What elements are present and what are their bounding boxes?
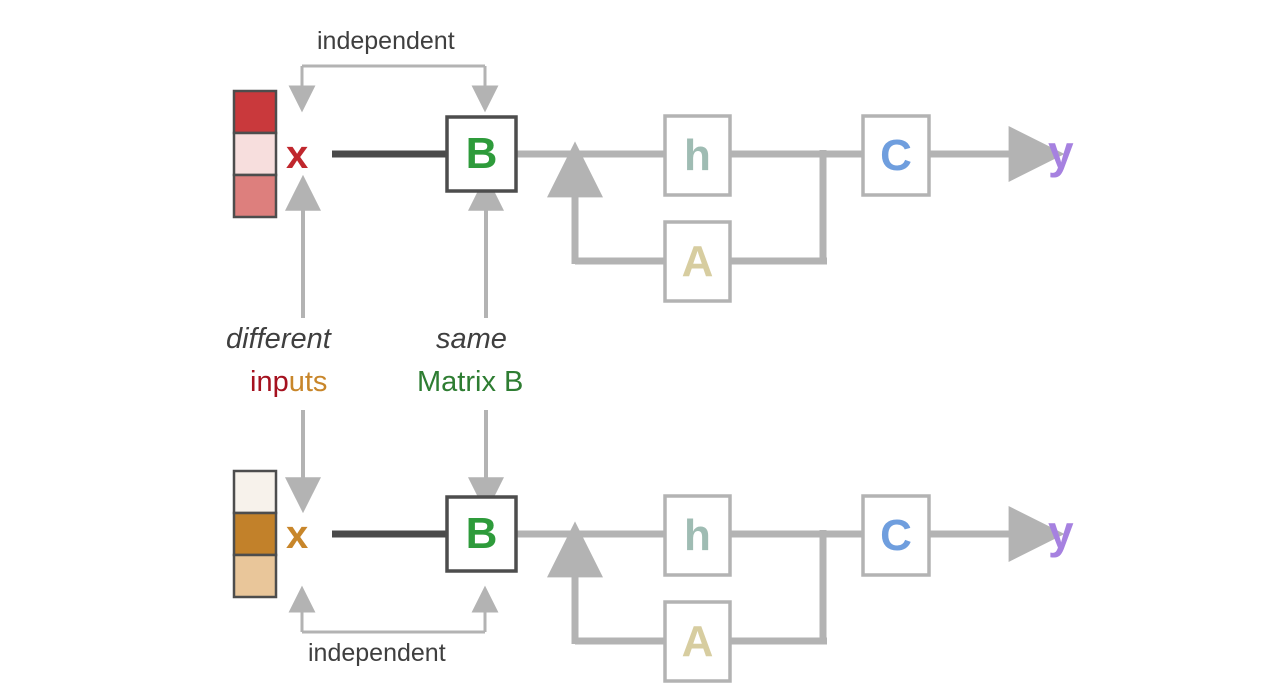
input-label-x-top: x: [286, 133, 309, 177]
box-h[interactable]: [663, 494, 732, 577]
inputs-label: inputs: [250, 368, 327, 397]
different-label: different: [226, 323, 331, 355]
box-C[interactable]: [861, 114, 931, 197]
independent-bracket-top: [288, 64, 499, 113]
independent-bracket-bottom: [288, 585, 499, 634]
same-label: same: [436, 323, 507, 355]
output-label-y-top: y: [1048, 126, 1074, 178]
swatch-bottom-2[interactable]: [232, 511, 278, 557]
block-label-A-bottom: A: [681, 616, 714, 666]
bottom-row-wiring: [332, 506, 1065, 645]
swatch-bottom-3[interactable]: [232, 553, 278, 599]
callout-arrows: [285, 174, 504, 514]
block-label-A-top: A: [681, 236, 714, 286]
box-B[interactable]: [445, 495, 518, 573]
matrix-b-label: Matrix B: [417, 366, 524, 398]
input-label-x-bottom: x: [286, 513, 309, 557]
inputs-label-part2: uts: [288, 366, 328, 398]
block-label-B-top: B: [465, 129, 498, 178]
block-label-C-top: C: [880, 130, 912, 180]
box-C[interactable]: [861, 494, 931, 577]
swatch-top-1[interactable]: [232, 89, 278, 135]
inputs-label-part1: inp: [250, 366, 289, 398]
top-swatch-stack[interactable]: [232, 89, 278, 219]
swatch-top-3[interactable]: [232, 173, 278, 219]
top-row-wiring: [332, 126, 1065, 265]
independent-label-top: independent: [317, 27, 455, 55]
top-row-boxes: [445, 114, 931, 303]
block-label-C-bottom: C: [880, 510, 912, 560]
independent-label-bottom: independent: [308, 639, 446, 667]
block-label-B-bottom: B: [465, 509, 498, 558]
block-label-h-top: h: [684, 130, 711, 180]
box-A[interactable]: [663, 220, 732, 303]
swatch-bottom-1[interactable]: [232, 469, 278, 515]
box-B[interactable]: [445, 115, 518, 193]
box-h[interactable]: [663, 114, 732, 197]
bottom-swatch-stack[interactable]: [232, 469, 278, 599]
output-label-y-bottom: y: [1048, 506, 1074, 558]
box-A[interactable]: [663, 600, 732, 683]
swatch-top-2[interactable]: [232, 131, 278, 177]
block-label-h-bottom: h: [684, 510, 711, 560]
bottom-row-boxes: [445, 494, 931, 683]
